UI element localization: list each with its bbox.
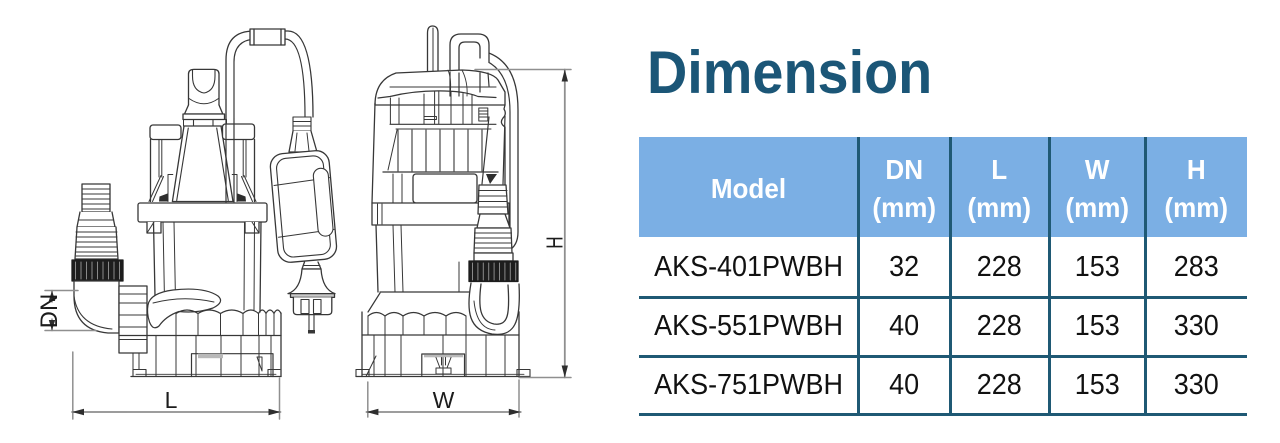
svg-text:W: W [433, 387, 455, 413]
svg-text:L: L [165, 387, 178, 413]
svg-text:DN: DN [36, 294, 63, 329]
svg-text:H: H [543, 236, 568, 248]
